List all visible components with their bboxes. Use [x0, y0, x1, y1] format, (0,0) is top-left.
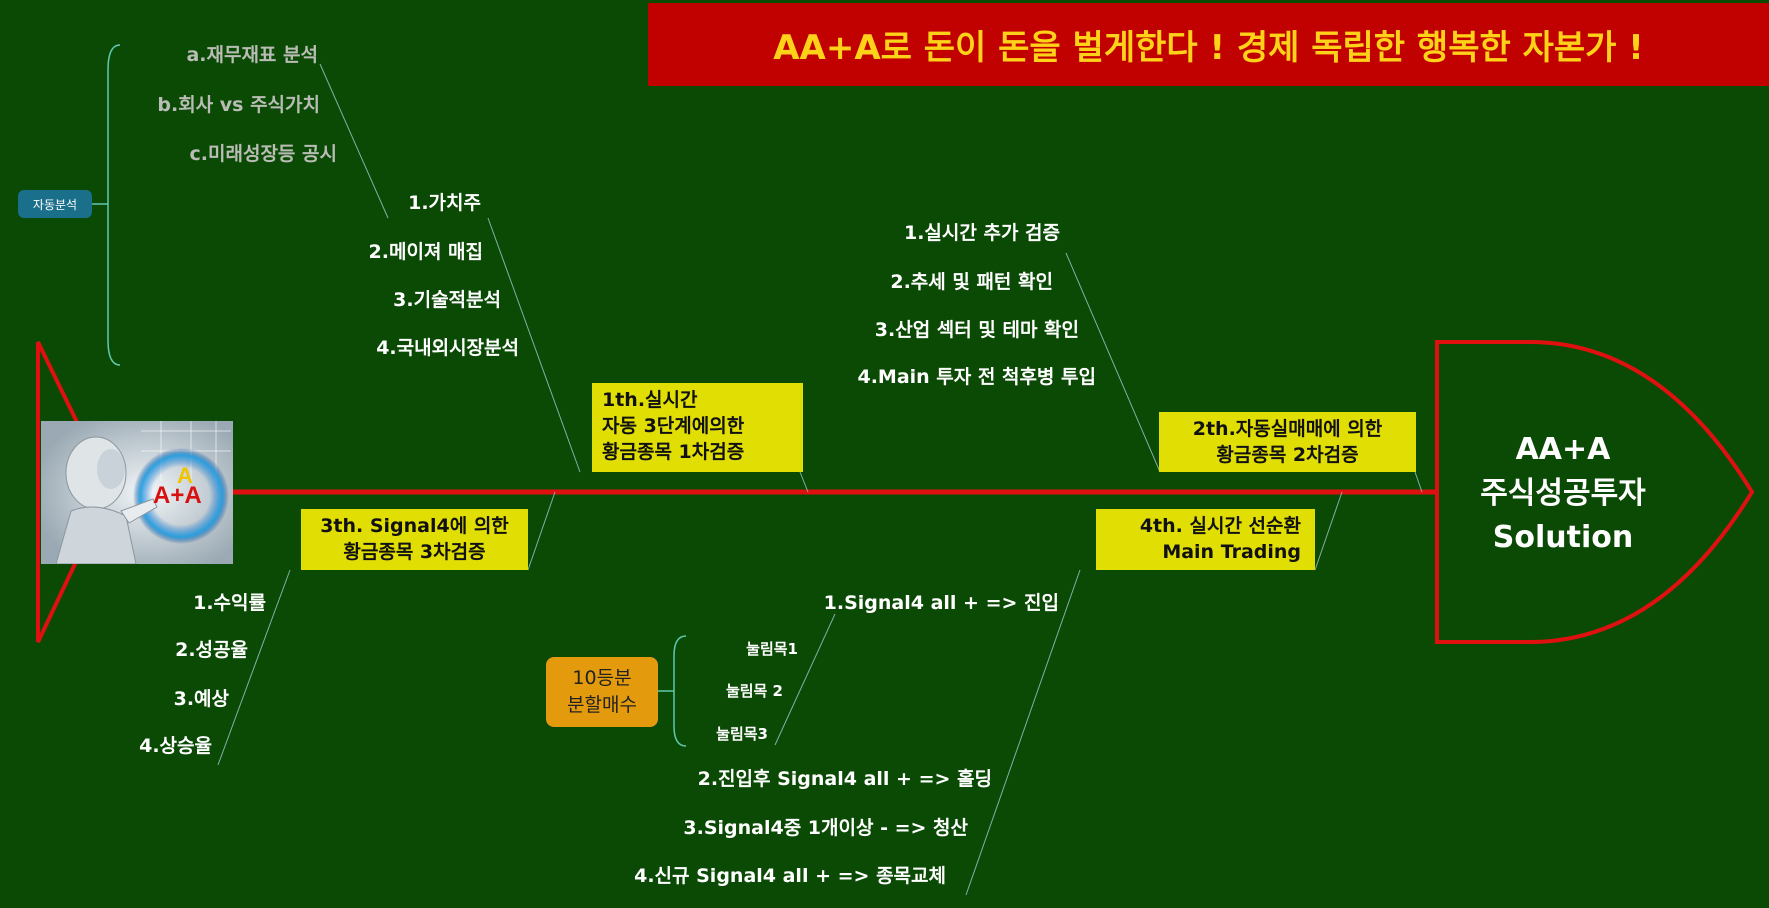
branch4-item: 4.신규 Signal4 all + => 종목교체	[634, 865, 946, 887]
head-title-line: Solution	[1492, 520, 1634, 555]
branch2-item: 3.산업 섹터 및 테마 확인	[874, 319, 1079, 341]
auto-analysis-connector	[319, 63, 389, 219]
branch1-item: 2.메이져 매집	[368, 241, 483, 263]
branch3-item: 1.수익률	[193, 592, 266, 614]
branch3-title-line: 3th. Signal4에 의한	[320, 515, 509, 537]
split-buy-bracket	[673, 635, 687, 747]
split-buy-label-line: 분할매수	[567, 694, 637, 716]
branch2-item: 2.추세 및 패턴 확인	[890, 271, 1053, 293]
branch3-item: 3.예상	[173, 688, 229, 710]
branch1-item: 3.기술적분석	[393, 289, 501, 311]
branch1-title-line: 1th.실시간	[602, 389, 698, 411]
fish-head	[1435, 340, 1755, 644]
branch2-item: 1.실시간 추가 검증	[903, 222, 1060, 244]
robot-logo-top: A	[177, 463, 193, 488]
branch4-box: 4th. 실시간 선순환 Main Trading	[1096, 509, 1315, 570]
branch4-items-connector	[965, 569, 1081, 896]
auto-analysis-bracket	[107, 44, 121, 366]
auto-analysis-item: c.미래성장등 공시	[189, 143, 337, 165]
head-title-line: AA+A	[1515, 432, 1611, 467]
branch4-connector	[1314, 491, 1343, 571]
split-buy-label-line: 10등분	[572, 667, 632, 689]
tail-fin	[36, 341, 113, 643]
split-buy-item: 눌림목3	[716, 725, 768, 743]
branch2-to-spine	[1414, 471, 1423, 493]
auto-analysis-item: a.재무재표 분석	[186, 44, 318, 66]
branch1-title-line: 황금종목 1차검증	[602, 441, 745, 463]
branch4-title-line: Main Trading	[1162, 541, 1301, 563]
branch2-title-line: 황금종목 2차검증	[1216, 444, 1359, 466]
branch4-item: 2.진입후 Signal4 all + => 홀딩	[697, 768, 992, 790]
branch3-connector	[527, 491, 556, 571]
branch2-box: 2th.자동실매매에 의한 황금종목 2차검증	[1159, 412, 1416, 472]
branch3-item: 2.성공율	[175, 639, 248, 661]
branch1-connector	[487, 217, 581, 473]
head-title-line: 주식성공투자	[1480, 476, 1646, 511]
split-buy-box: 10등분 분할매수	[546, 657, 658, 727]
split-buy-item: 눌림목 2	[725, 682, 783, 700]
title-banner-text: AA+A로 돈이 돈을 벌게한다 ! 경제 독립한 행복한 자본가 !	[773, 28, 1644, 68]
branch1-item: 1.가치주	[408, 192, 481, 214]
branch1-to-spine	[799, 471, 809, 493]
split-buy-item: 눌림목1	[746, 640, 798, 658]
branch2-connector	[1065, 252, 1161, 473]
branch3-box: 3th. Signal4에 의한 황금종목 3차검증	[301, 509, 528, 570]
auto-analysis-label: 자동분석	[18, 190, 92, 218]
robot-image: A A+A	[41, 421, 233, 564]
branch2-item: 4.Main 투자 전 척후병 투입	[857, 366, 1096, 388]
branch3-items-connector	[217, 569, 291, 766]
branch3-title-line: 황금종목 3차검증	[343, 541, 486, 563]
branch4-title-line: 4th. 실시간 선순환	[1139, 515, 1301, 537]
branch1-item: 4.국내외시장분석	[376, 337, 519, 359]
robot-illustration: A A+A	[41, 421, 233, 564]
branch2-title-line: 2th.자동실매매에 의한	[1192, 418, 1383, 440]
head-title: AA+A 주식성공투자 Solution	[1440, 428, 1686, 560]
title-banner: AA+A로 돈이 돈을 벌게한다 ! 경제 독립한 행복한 자본가 !	[648, 3, 1769, 86]
branch1-box: 1th.실시간 자동 3단계에의한 황금종목 1차검증	[592, 383, 803, 472]
branch1-title-line: 자동 3단계에의한	[602, 415, 745, 437]
robot-logo-text: A+A	[153, 482, 202, 509]
branch4-item: 1.Signal4 all + => 진입	[823, 592, 1059, 614]
branch3-item: 4.상승율	[139, 735, 212, 757]
branch4-item: 3.Signal4중 1개이상 - => 청산	[683, 817, 968, 839]
split-buy-items-connector	[774, 613, 836, 746]
auto-analysis-item: b.회사 vs 주식가치	[157, 94, 320, 116]
